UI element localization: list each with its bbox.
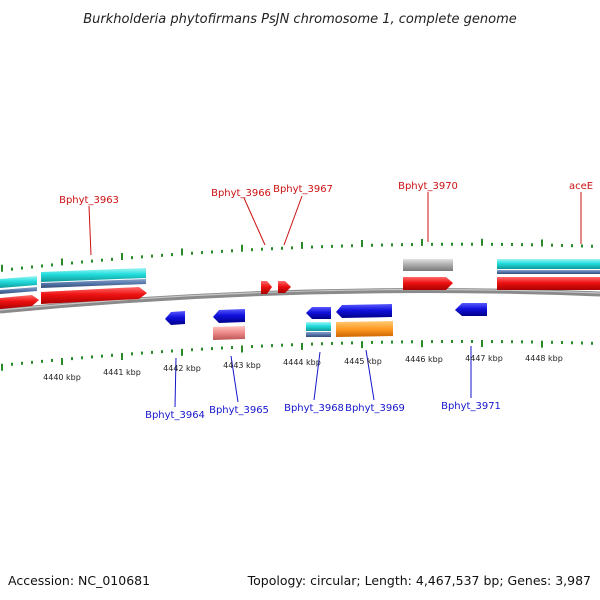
scale-label: 4447 kbp — [465, 354, 503, 363]
chromosome-backbone — [0, 287, 600, 314]
gene-label-bphyt-3963[interactable]: Bphyt_3963 — [59, 195, 119, 206]
gene-label-bphyt-3971[interactable]: Bphyt_3971 — [441, 401, 501, 412]
scale-label: 4445 kbp — [344, 357, 382, 366]
reverse-gene-labels — [174, 346, 472, 408]
gene-arrow-bphyt-3970[interactable] — [403, 277, 453, 290]
gene-label-bphyt-3965[interactable]: Bphyt_3965 — [209, 405, 269, 416]
map-title: Burkholderia phytofirmans PsJN chromosom… — [83, 12, 517, 27]
leader-line — [243, 197, 266, 246]
gene-arrow-bphyt-3965[interactable] — [213, 309, 245, 323]
orange-feature[interactable] — [336, 321, 393, 337]
rna-feature[interactable] — [0, 276, 37, 288]
genome-summary-text: Topology: circular; Length: 4,467,537 bp… — [247, 573, 591, 588]
scale-label: 4444 kbp — [283, 358, 321, 367]
gene-arrow-bphyt-3964[interactable] — [165, 311, 185, 325]
scale-label: 4448 kbp — [525, 354, 563, 363]
gene-label-bphyt-3964[interactable]: Bphyt_3964 — [145, 410, 205, 421]
gene-arrow-bphyt-3969[interactable] — [336, 304, 392, 318]
rna-feature[interactable] — [41, 279, 146, 288]
gene-label-bphyt-3968[interactable]: Bphyt_3968 — [284, 403, 344, 414]
gene-arrow-bphyt-3971[interactable] — [455, 303, 487, 316]
gene-arrow-bphyt-3966[interactable] — [261, 281, 272, 294]
scale-label: 4440 kbp — [43, 373, 81, 382]
gene-arrow-bphyt-3963[interactable] — [41, 287, 147, 304]
scale-label: 4442 kbp — [163, 364, 201, 373]
gene-arrow-acee[interactable] — [497, 277, 600, 290]
gene-label-acee[interactable]: aceE — [569, 181, 593, 192]
kbp-scale-labels: 4440 kbp 4441 kbp 4442 kbp 4443 kbp 4444… — [43, 354, 563, 382]
leader-line — [283, 195, 303, 246]
rna-feature[interactable] — [0, 287, 37, 294]
gene-label-bphyt-3967[interactable]: Bphyt_3967 — [273, 184, 333, 195]
rna-feature[interactable] — [497, 270, 600, 274]
rna-feature[interactable] — [306, 322, 331, 331]
gene-arrow-bphyt-3968[interactable] — [306, 307, 331, 319]
rna-feature[interactable] — [306, 332, 331, 337]
gene-label-bphyt-3969[interactable]: Bphyt_3969 — [345, 403, 405, 414]
scale-label: 4441 kbp — [103, 368, 141, 377]
forward-gene-labels — [88, 192, 582, 256]
pseudogene-feature-pink[interactable] — [213, 326, 245, 340]
rna-feature[interactable] — [497, 259, 600, 269]
gene-arrow-bphyt-3967[interactable] — [278, 281, 291, 293]
rna-feature[interactable] — [41, 268, 146, 282]
pseudogene-feature[interactable] — [403, 259, 453, 271]
gene-label-bphyt-3966[interactable]: Bphyt_3966 — [211, 188, 271, 199]
gene-arrow[interactable] — [0, 295, 39, 309]
forward-features — [0, 259, 600, 309]
leader-line — [313, 351, 321, 401]
leader-line — [88, 205, 92, 256]
leader-line — [174, 357, 177, 408]
scale-label: 4446 kbp — [405, 355, 443, 364]
reverse-features — [165, 303, 487, 340]
leader-line — [365, 349, 375, 401]
leader-line — [230, 355, 239, 403]
gene-label-bphyt-3970[interactable]: Bphyt_3970 — [398, 181, 458, 192]
scale-label: 4443 kbp — [223, 361, 261, 370]
accession-text: Accession: NC_010681 — [8, 573, 150, 588]
chromosome-backbone-highlight — [0, 288, 600, 311]
tick-marks — [1, 238, 593, 371]
